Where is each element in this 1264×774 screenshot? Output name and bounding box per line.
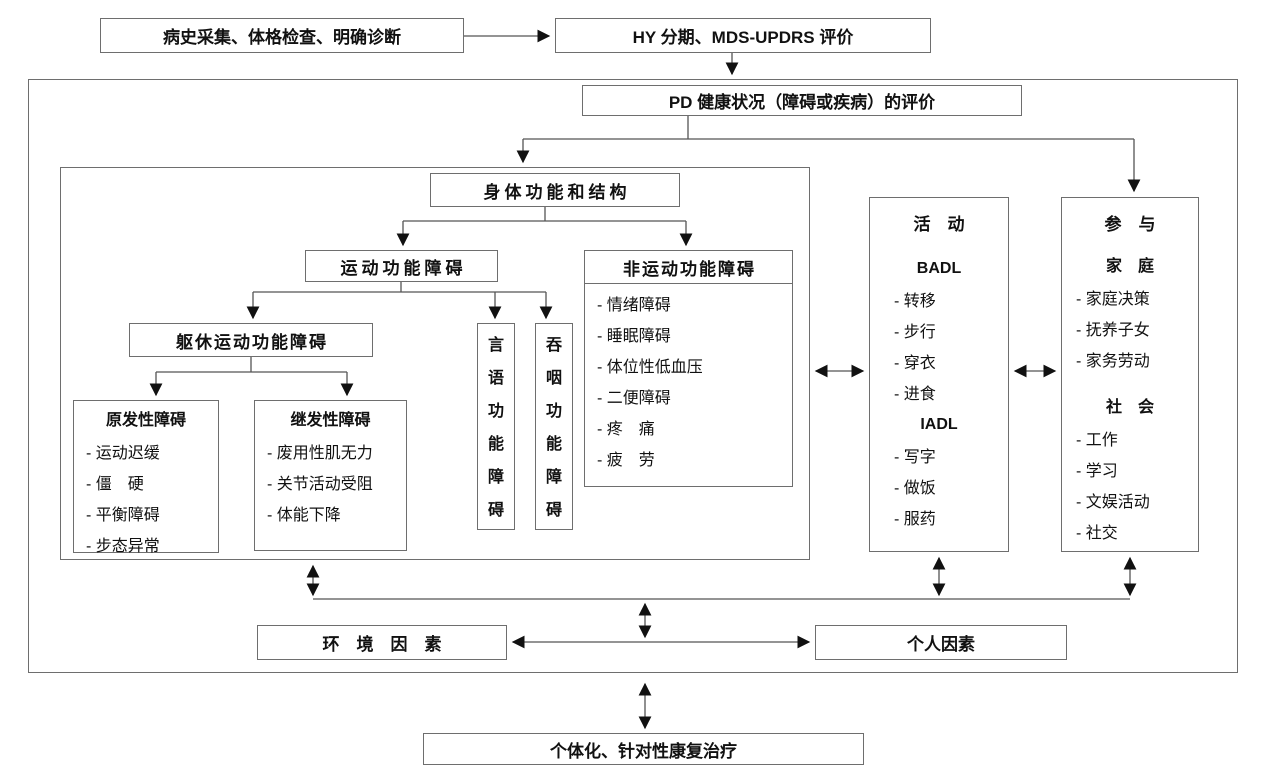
society-label: 社 会 xyxy=(1105,399,1154,416)
list-item: - 僵 硬 xyxy=(86,476,144,493)
list-item: - 穿衣 xyxy=(894,355,936,372)
primary-list: - 运动迟缓 - 僵 硬 - 平衡障碍 - 步态异常 xyxy=(74,436,218,562)
family-label: 家 庭 xyxy=(1105,258,1154,275)
family-list: - 家庭决策 - 抚养子女 - 家务劳动 xyxy=(1062,282,1198,377)
swallow-function-disorder-box: 吞咽功能障碍 xyxy=(535,323,573,530)
list-item: - 文娱活动 xyxy=(1076,494,1150,511)
list-item: - 运动迟缓 xyxy=(86,445,160,462)
badl-list: - 转移 - 步行 - 穿衣 - 进食 xyxy=(870,284,1008,410)
iadl-label: IADL xyxy=(920,416,958,433)
nonmotor-title: 非运动功能障碍 xyxy=(585,251,792,284)
list-item: - 关节活动受阻 xyxy=(267,476,373,493)
list-item: - 家务劳动 xyxy=(1076,353,1150,370)
body-function-frame xyxy=(60,167,810,560)
list-item: - 社交 xyxy=(1076,525,1118,542)
nonmotor-dysfunction-box: 非运动功能障碍 - 情绪障碍 - 睡眠障碍 - 体位性低血压 - 二便障碍 - … xyxy=(584,250,793,487)
list-item: - 情绪障碍 xyxy=(597,297,671,314)
activity-title: 活 动 xyxy=(913,215,965,234)
list-item: - 睡眠障碍 xyxy=(597,328,671,345)
list-item: - 进食 xyxy=(894,386,936,403)
list-item: - 步行 xyxy=(894,324,936,341)
list-item: - 服药 xyxy=(894,511,936,528)
secondary-title: 继发性障碍 xyxy=(290,412,371,429)
iadl-list: - 写字 - 做饭 - 服药 xyxy=(870,440,1008,535)
pd-health-status-box: PD 健康状况（障碍或疾病）的评价 xyxy=(582,85,1022,116)
hy-mds-updrs-box: HY 分期、MDS-UPDRS 评价 xyxy=(555,18,931,53)
list-item: - 做饭 xyxy=(894,480,936,497)
list-item: - 步态异常 xyxy=(86,538,160,555)
secondary-list: - 废用性肌无力 - 关节活动受阻 - 体能下降 xyxy=(255,436,406,531)
history-exam-diagnosis-box: 病史采集、体格检查、明确诊断 xyxy=(100,18,464,53)
participation-box: 参 与 家 庭 - 家庭决策 - 抚养子女 - 家务劳动 社 会 - 工作 - … xyxy=(1061,197,1199,552)
nonmotor-list: - 情绪障碍 - 睡眠障碍 - 体位性低血压 - 二便障碍 - 疼 痛 - 疲 … xyxy=(585,284,792,476)
secondary-disorders-box: 继发性障碍 - 废用性肌无力 - 关节活动受阻 - 体能下降 xyxy=(254,400,407,551)
body-function-structure-box: 身体功能和结构 xyxy=(430,173,680,207)
trunk-motor-dysfunction-box: 躯休运动功能障碍 xyxy=(129,323,373,357)
icf-outer-frame xyxy=(28,79,1238,673)
list-item: - 体位性低血压 xyxy=(597,359,703,376)
activity-box: 活 动 BADL - 转移 - 步行 - 穿衣 - 进食 IADL - 写字 -… xyxy=(869,197,1009,552)
list-item: - 写字 xyxy=(894,449,936,466)
list-item: - 废用性肌无力 xyxy=(267,445,373,462)
primary-disorders-box: 原发性障碍 - 运动迟缓 - 僵 硬 - 平衡障碍 - 步态异常 xyxy=(73,400,219,555)
list-item: - 抚养子女 xyxy=(1076,322,1150,339)
speech-function-disorder-box: 言语功能障碍 xyxy=(477,323,515,530)
list-item: - 学习 xyxy=(1076,463,1118,480)
list-item: - 疼 痛 xyxy=(597,421,655,438)
list-item: - 体能下降 xyxy=(267,507,341,524)
environmental-factors-box: 环 境 因 素 xyxy=(257,625,507,660)
list-item: - 二便障碍 xyxy=(597,390,671,407)
list-item: - 家庭决策 xyxy=(1076,291,1150,308)
rehab-treatment-box: 个体化、针对性康复治疗 xyxy=(423,733,864,765)
badl-label: BADL xyxy=(916,260,962,277)
participation-title: 参 与 xyxy=(1104,215,1156,234)
list-item: - 工作 xyxy=(1076,432,1118,449)
list-item: - 平衡障碍 xyxy=(86,507,160,524)
personal-factors-box: 个人因素 xyxy=(815,625,1067,660)
motor-dysfunction-box: 运动功能障碍 xyxy=(305,250,498,282)
list-item: - 转移 xyxy=(894,293,936,310)
list-item: - 疲 劳 xyxy=(597,452,655,469)
society-list: - 工作 - 学习 - 文娱活动 - 社交 xyxy=(1062,423,1198,549)
primary-title: 原发性障碍 xyxy=(105,412,186,429)
